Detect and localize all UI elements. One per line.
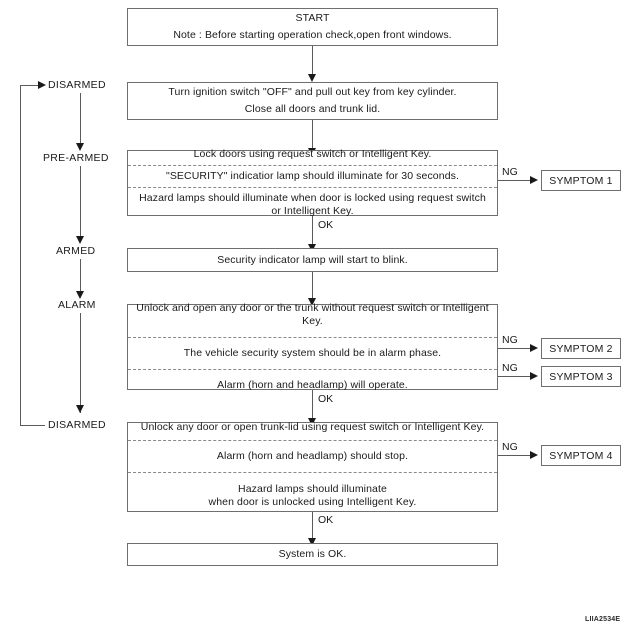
state-label-disarmed-top: DISARMED	[48, 79, 106, 91]
state-label-alarm: ALARM	[58, 299, 96, 311]
step-box-end: System is OK.	[127, 543, 498, 566]
state-connector-prearmed-to-armed	[80, 166, 81, 238]
ng-line-symptom-4	[498, 455, 532, 456]
loop-back-arrow	[38, 81, 46, 89]
disarm-check-3: Hazard lamps should illuminate when door…	[128, 472, 497, 519]
connector-ignition-to-prearmed	[312, 120, 313, 150]
loop-back-bottom-segment	[20, 425, 45, 426]
pre-armed-check-3-line-1: Hazard lamps should illuminate when door…	[139, 192, 486, 204]
ng-arrow-symptom-2	[530, 344, 538, 352]
connector-start-to-ignition	[312, 46, 313, 76]
connector-alarm-to-disarm	[312, 390, 313, 420]
step-box-alarm: Unlock and open any door or the trunk wi…	[127, 302, 498, 391]
ignition-line-1: Turn ignition switch "OFF" and pull out …	[168, 86, 457, 98]
arrow-to-end	[308, 538, 316, 546]
armed-text: Security indicator lamp will start to bl…	[217, 253, 408, 266]
symptom-box-1[interactable]: SYMPTOM 1	[541, 170, 621, 191]
ng-arrow-symptom-4	[530, 451, 538, 459]
ng-line-symptom-3	[498, 376, 532, 377]
loop-back-left-segment	[20, 85, 21, 425]
disarm-check-3-line-1: Hazard lamps should illuminate	[238, 483, 387, 495]
state-arrow-prearmed	[76, 143, 84, 151]
symptom-box-3[interactable]: SYMPTOM 3	[541, 366, 621, 387]
symptom-box-2[interactable]: SYMPTOM 2	[541, 338, 621, 359]
disarm-check-3-line-2: when door is unlocked using Intelligent …	[208, 496, 417, 508]
state-connector-armed-to-alarm	[80, 259, 81, 293]
alarm-check-2: The vehicle security system should be in…	[128, 337, 497, 369]
pre-armed-check-3: Hazard lamps should illuminate when door…	[128, 187, 497, 222]
start-title: START	[295, 12, 330, 24]
disarm-check-1: Unlock any door or open trunk-lid using …	[140, 421, 485, 433]
state-label-armed: ARMED	[56, 245, 96, 257]
state-label-pre-armed: PRE-ARMED	[43, 152, 109, 164]
ng-label-symptom-3: NG	[502, 362, 518, 374]
pre-armed-check-2: "SECURITY" indicatior lamp should illumi…	[128, 165, 497, 187]
step-box-start: START Note : Before starting operation c…	[127, 8, 498, 46]
start-note: Note : Before starting operation check,o…	[173, 29, 452, 41]
ok-label-prearmed: OK	[318, 219, 334, 231]
ok-label-disarm: OK	[318, 514, 334, 526]
arrow-to-alarm	[308, 298, 316, 306]
step-box-pre-armed: Lock doors using request switch or Intel…	[127, 148, 498, 217]
ng-line-symptom-2	[498, 348, 532, 349]
arrow-to-ignition	[308, 74, 316, 82]
loop-back-top-segment	[20, 85, 39, 86]
state-arrow-armed	[76, 236, 84, 244]
step-box-ignition: Turn ignition switch "OFF" and pull out …	[127, 82, 498, 120]
figure-code: LIIA2534E	[585, 616, 621, 623]
symptom-box-4[interactable]: SYMPTOM 4	[541, 445, 621, 466]
disarm-check-2: Alarm (horn and headlamp) should stop.	[128, 440, 497, 472]
ng-arrow-symptom-3	[530, 372, 538, 380]
state-arrow-alarm	[76, 291, 84, 299]
state-arrow-disarmed-bottom	[76, 405, 84, 413]
ng-label-symptom-2: NG	[502, 334, 518, 346]
connector-armed-to-alarm	[312, 272, 313, 300]
alarm-check-3: Alarm (horn and headlamp) will operate.	[128, 369, 497, 401]
ok-label-alarm: OK	[318, 393, 334, 405]
state-label-disarmed-bottom: DISARMED	[48, 419, 106, 431]
state-connector-alarm-to-disarmed	[80, 313, 81, 413]
connector-prearmed-to-armed	[312, 216, 313, 246]
step-box-disarm: Unlock any door or open trunk-lid using …	[127, 421, 498, 512]
state-connector-disarmed-to-prearmed	[80, 93, 81, 145]
connector-disarm-to-end	[312, 512, 313, 540]
step-box-armed: Security indicator lamp will start to bl…	[127, 248, 498, 272]
ng-line-symptom-1	[498, 180, 532, 181]
alarm-check-1: Unlock and open any door or the trunk wi…	[136, 302, 489, 327]
ng-label-symptom-1: NG	[502, 166, 518, 178]
end-text: System is OK.	[278, 548, 347, 560]
pre-armed-check-3-line-2: or Intelligent Key.	[271, 205, 354, 217]
ignition-line-2: Close all doors and trunk lid.	[244, 103, 381, 115]
ng-arrow-symptom-1	[530, 176, 538, 184]
pre-armed-check-1: Lock doors using request switch or Intel…	[193, 148, 432, 160]
ng-label-symptom-4: NG	[502, 441, 518, 453]
